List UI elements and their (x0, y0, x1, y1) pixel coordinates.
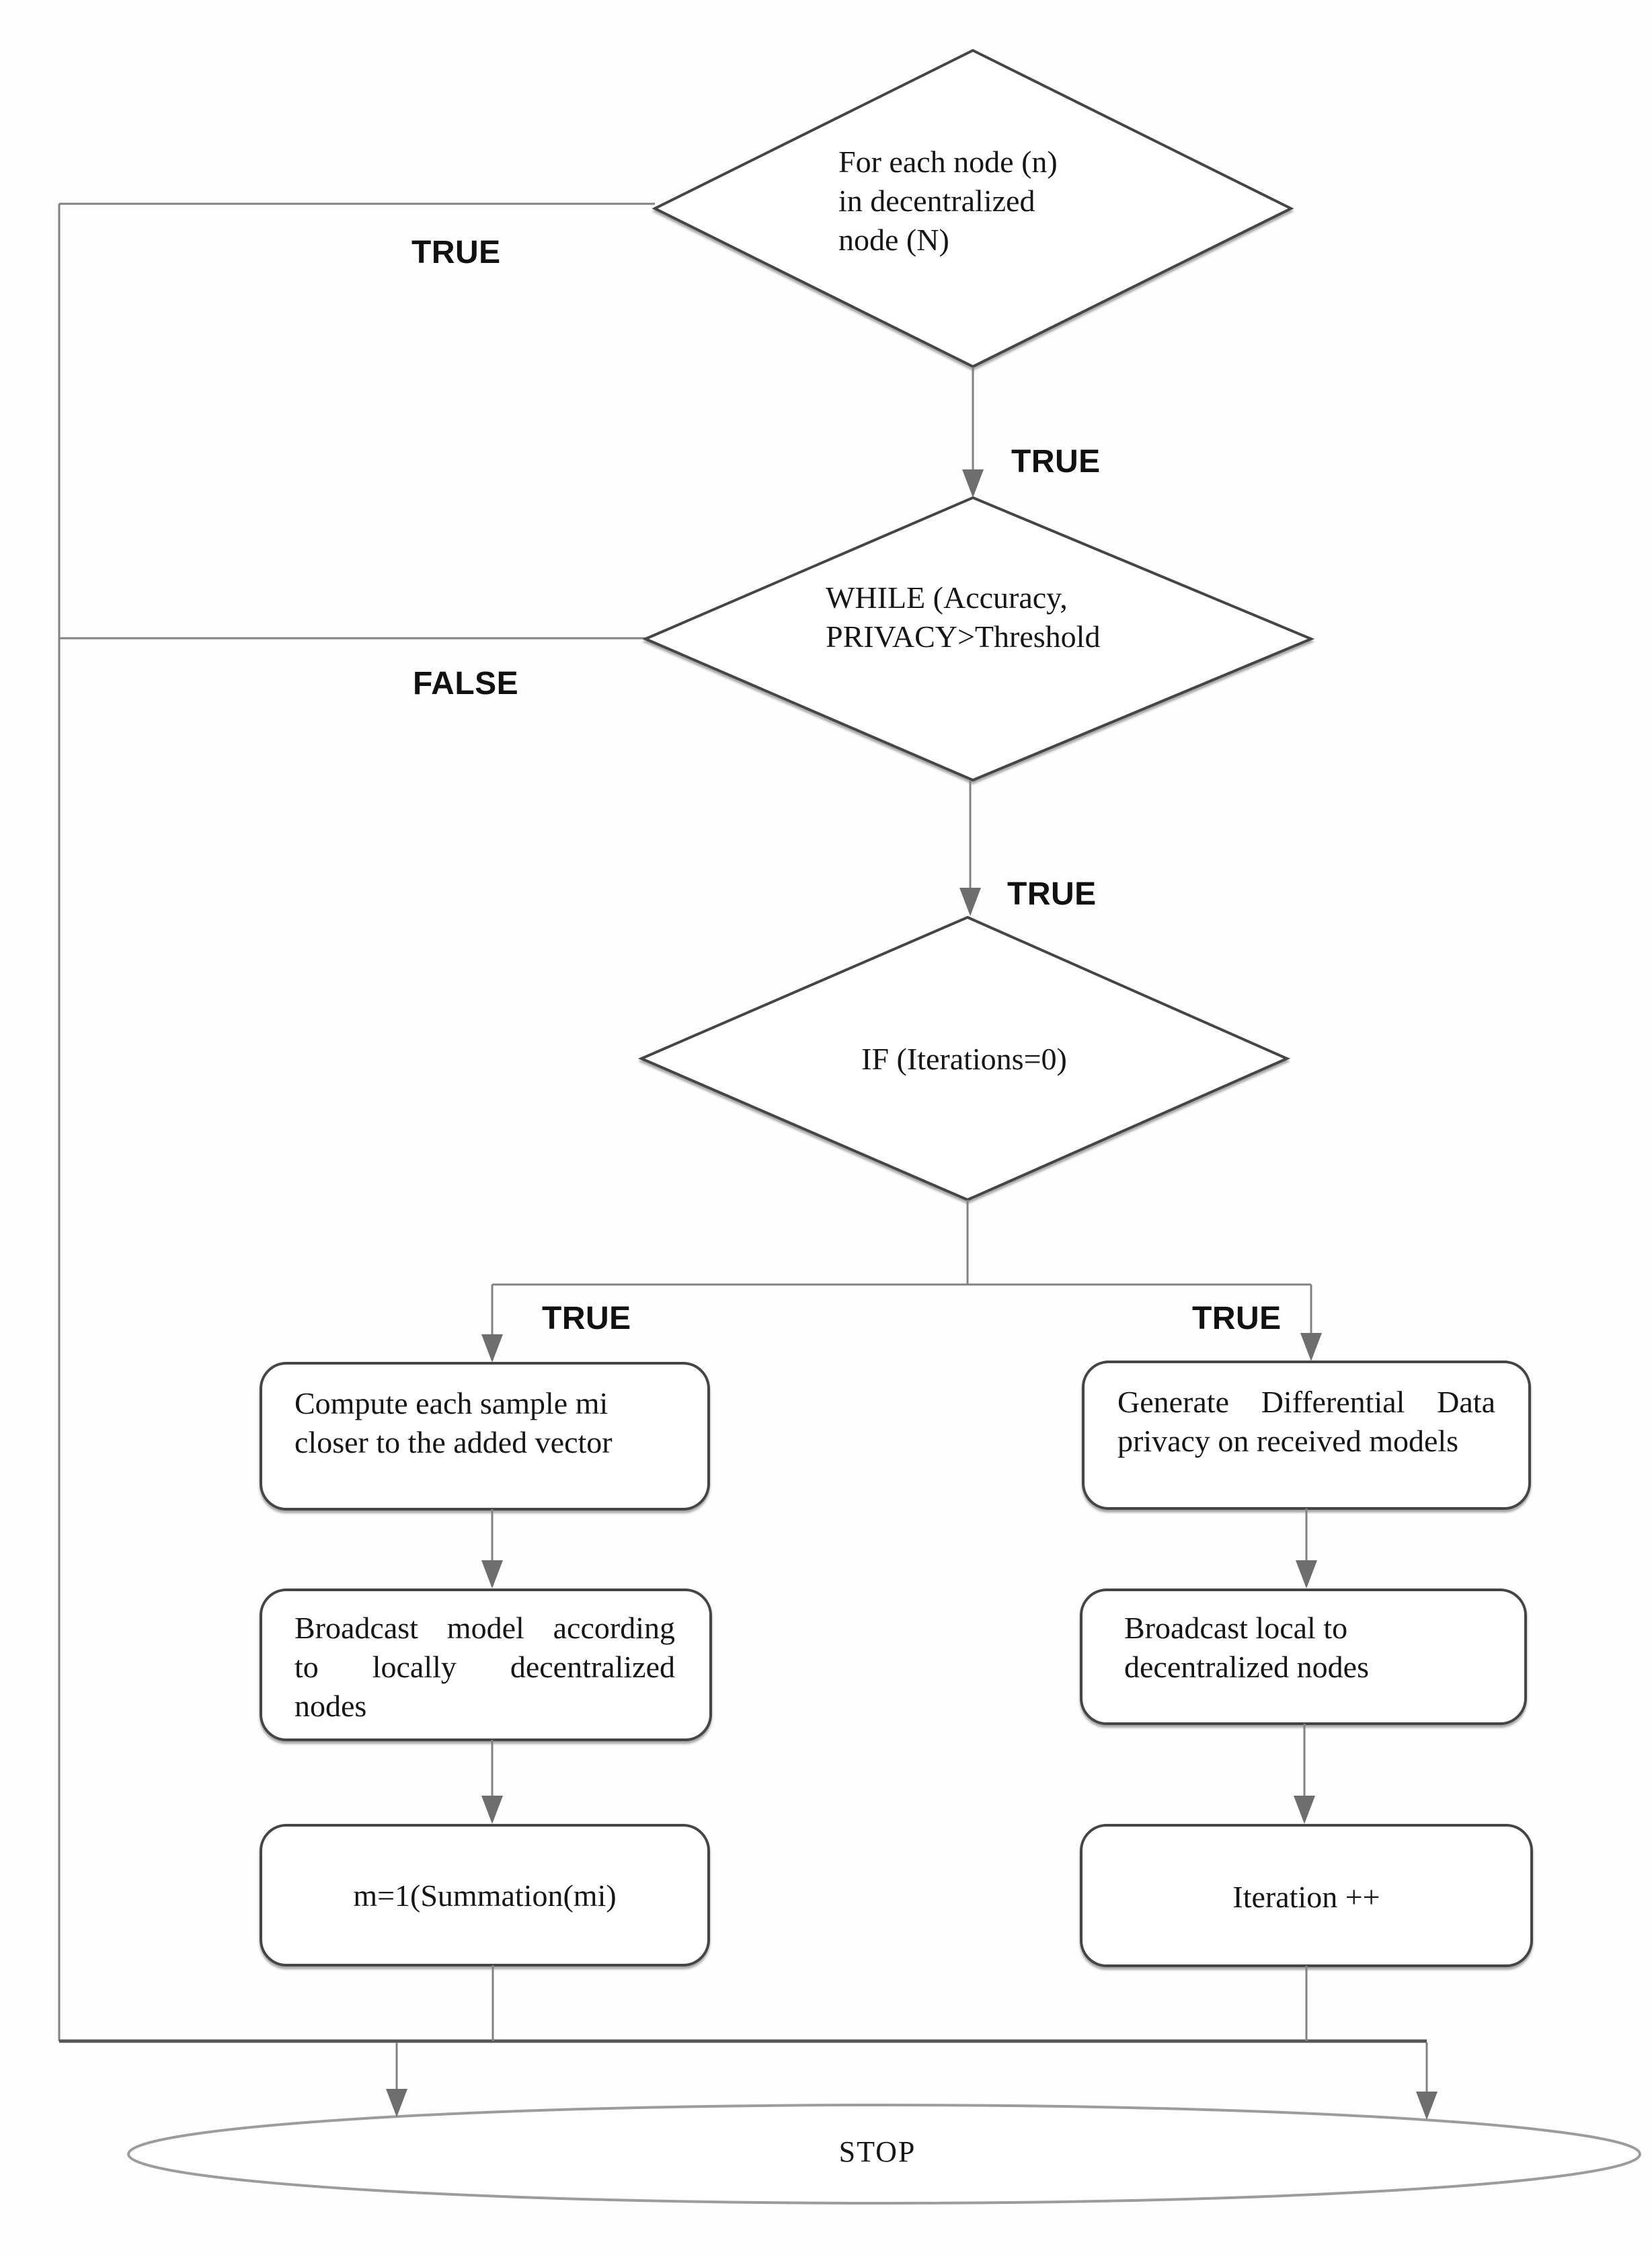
arrow-down-r2-icon (1296, 1560, 1317, 1589)
process-broadcast-model-label: Broadcast model according to locally dec… (294, 1611, 675, 1723)
decision-for-each-node-label: For each node (n) in decentralized node … (838, 145, 1058, 257)
process-broadcast-model (260, 1589, 712, 1741)
arrow-down-stop-left-icon (386, 2089, 407, 2117)
edge-label-while-true: TRUE (1011, 444, 1101, 480)
process-summation-label: m=1(Summation(mi) (353, 1878, 617, 1913)
process-compute-sample (260, 1362, 710, 1510)
edge-label-if-true: TRUE (1007, 876, 1097, 912)
edge-label-while-false: FALSE (413, 666, 519, 701)
edge-label-loop-true: TRUE (411, 235, 501, 270)
decision-for-each-node (652, 48, 1294, 369)
process-broadcast-local-label: Broadcast local to decentralized nodes (1124, 1611, 1369, 1684)
arrow-down-right-branch-icon (1300, 1333, 1322, 1361)
process-compute-sample-label: Compute each sample mi closer to the add… (294, 1386, 613, 1459)
arrow-down-stop-right-icon (1416, 2092, 1438, 2120)
stop-label: STOP (838, 2135, 916, 2168)
arrow-down-left-branch-icon (481, 1334, 503, 1363)
arrow-down-l3-icon (481, 1796, 503, 1824)
terminator-stop (127, 2104, 1641, 2205)
process-generate-dp-label: Generate Differential Data privacy on re… (1117, 1385, 1495, 1458)
process-summation (260, 1824, 710, 1966)
arrow-down-r3-icon (1294, 1796, 1315, 1824)
arrow-down-d2-icon (962, 469, 984, 498)
edge-label-branch-right-true: TRUE (1192, 1301, 1282, 1336)
decision-if-iterations-label: IF (Iterations=0) (861, 1042, 1067, 1076)
edge-label-branch-left-true: TRUE (542, 1301, 631, 1336)
decision-while-accuracy (641, 496, 1315, 782)
process-iteration-inc-label: Iteration ++ (1232, 1880, 1380, 1914)
arrow-down-l2-icon (481, 1560, 503, 1589)
arrow-down-d3-icon (959, 888, 981, 916)
decision-while-accuracy-label: WHILE (Accuracy, PRIVACY>Threshold (826, 580, 1101, 654)
